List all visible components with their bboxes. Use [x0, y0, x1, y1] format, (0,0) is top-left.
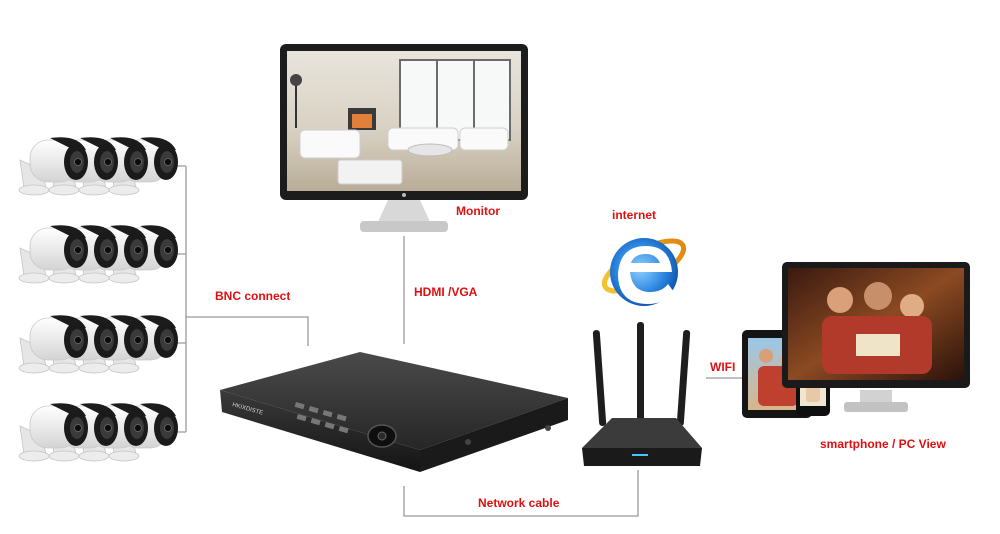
smartphone-pc-view-label: smartphone / PC View	[820, 437, 946, 451]
bnc-connect-label: BNC connect	[215, 289, 290, 303]
internet-explorer-icon	[598, 231, 691, 306]
dvr-icon: HKIXDISTE	[220, 352, 568, 472]
camera-array	[19, 137, 178, 461]
hdmi-vga-label: HDMI /VGA	[414, 285, 477, 299]
internet-label: internet	[612, 208, 656, 222]
wifi-label: WIFI	[710, 360, 735, 374]
monitor-label: Monitor	[456, 204, 500, 218]
router-icon	[582, 322, 702, 466]
network-cable-label: Network cable	[478, 496, 559, 510]
